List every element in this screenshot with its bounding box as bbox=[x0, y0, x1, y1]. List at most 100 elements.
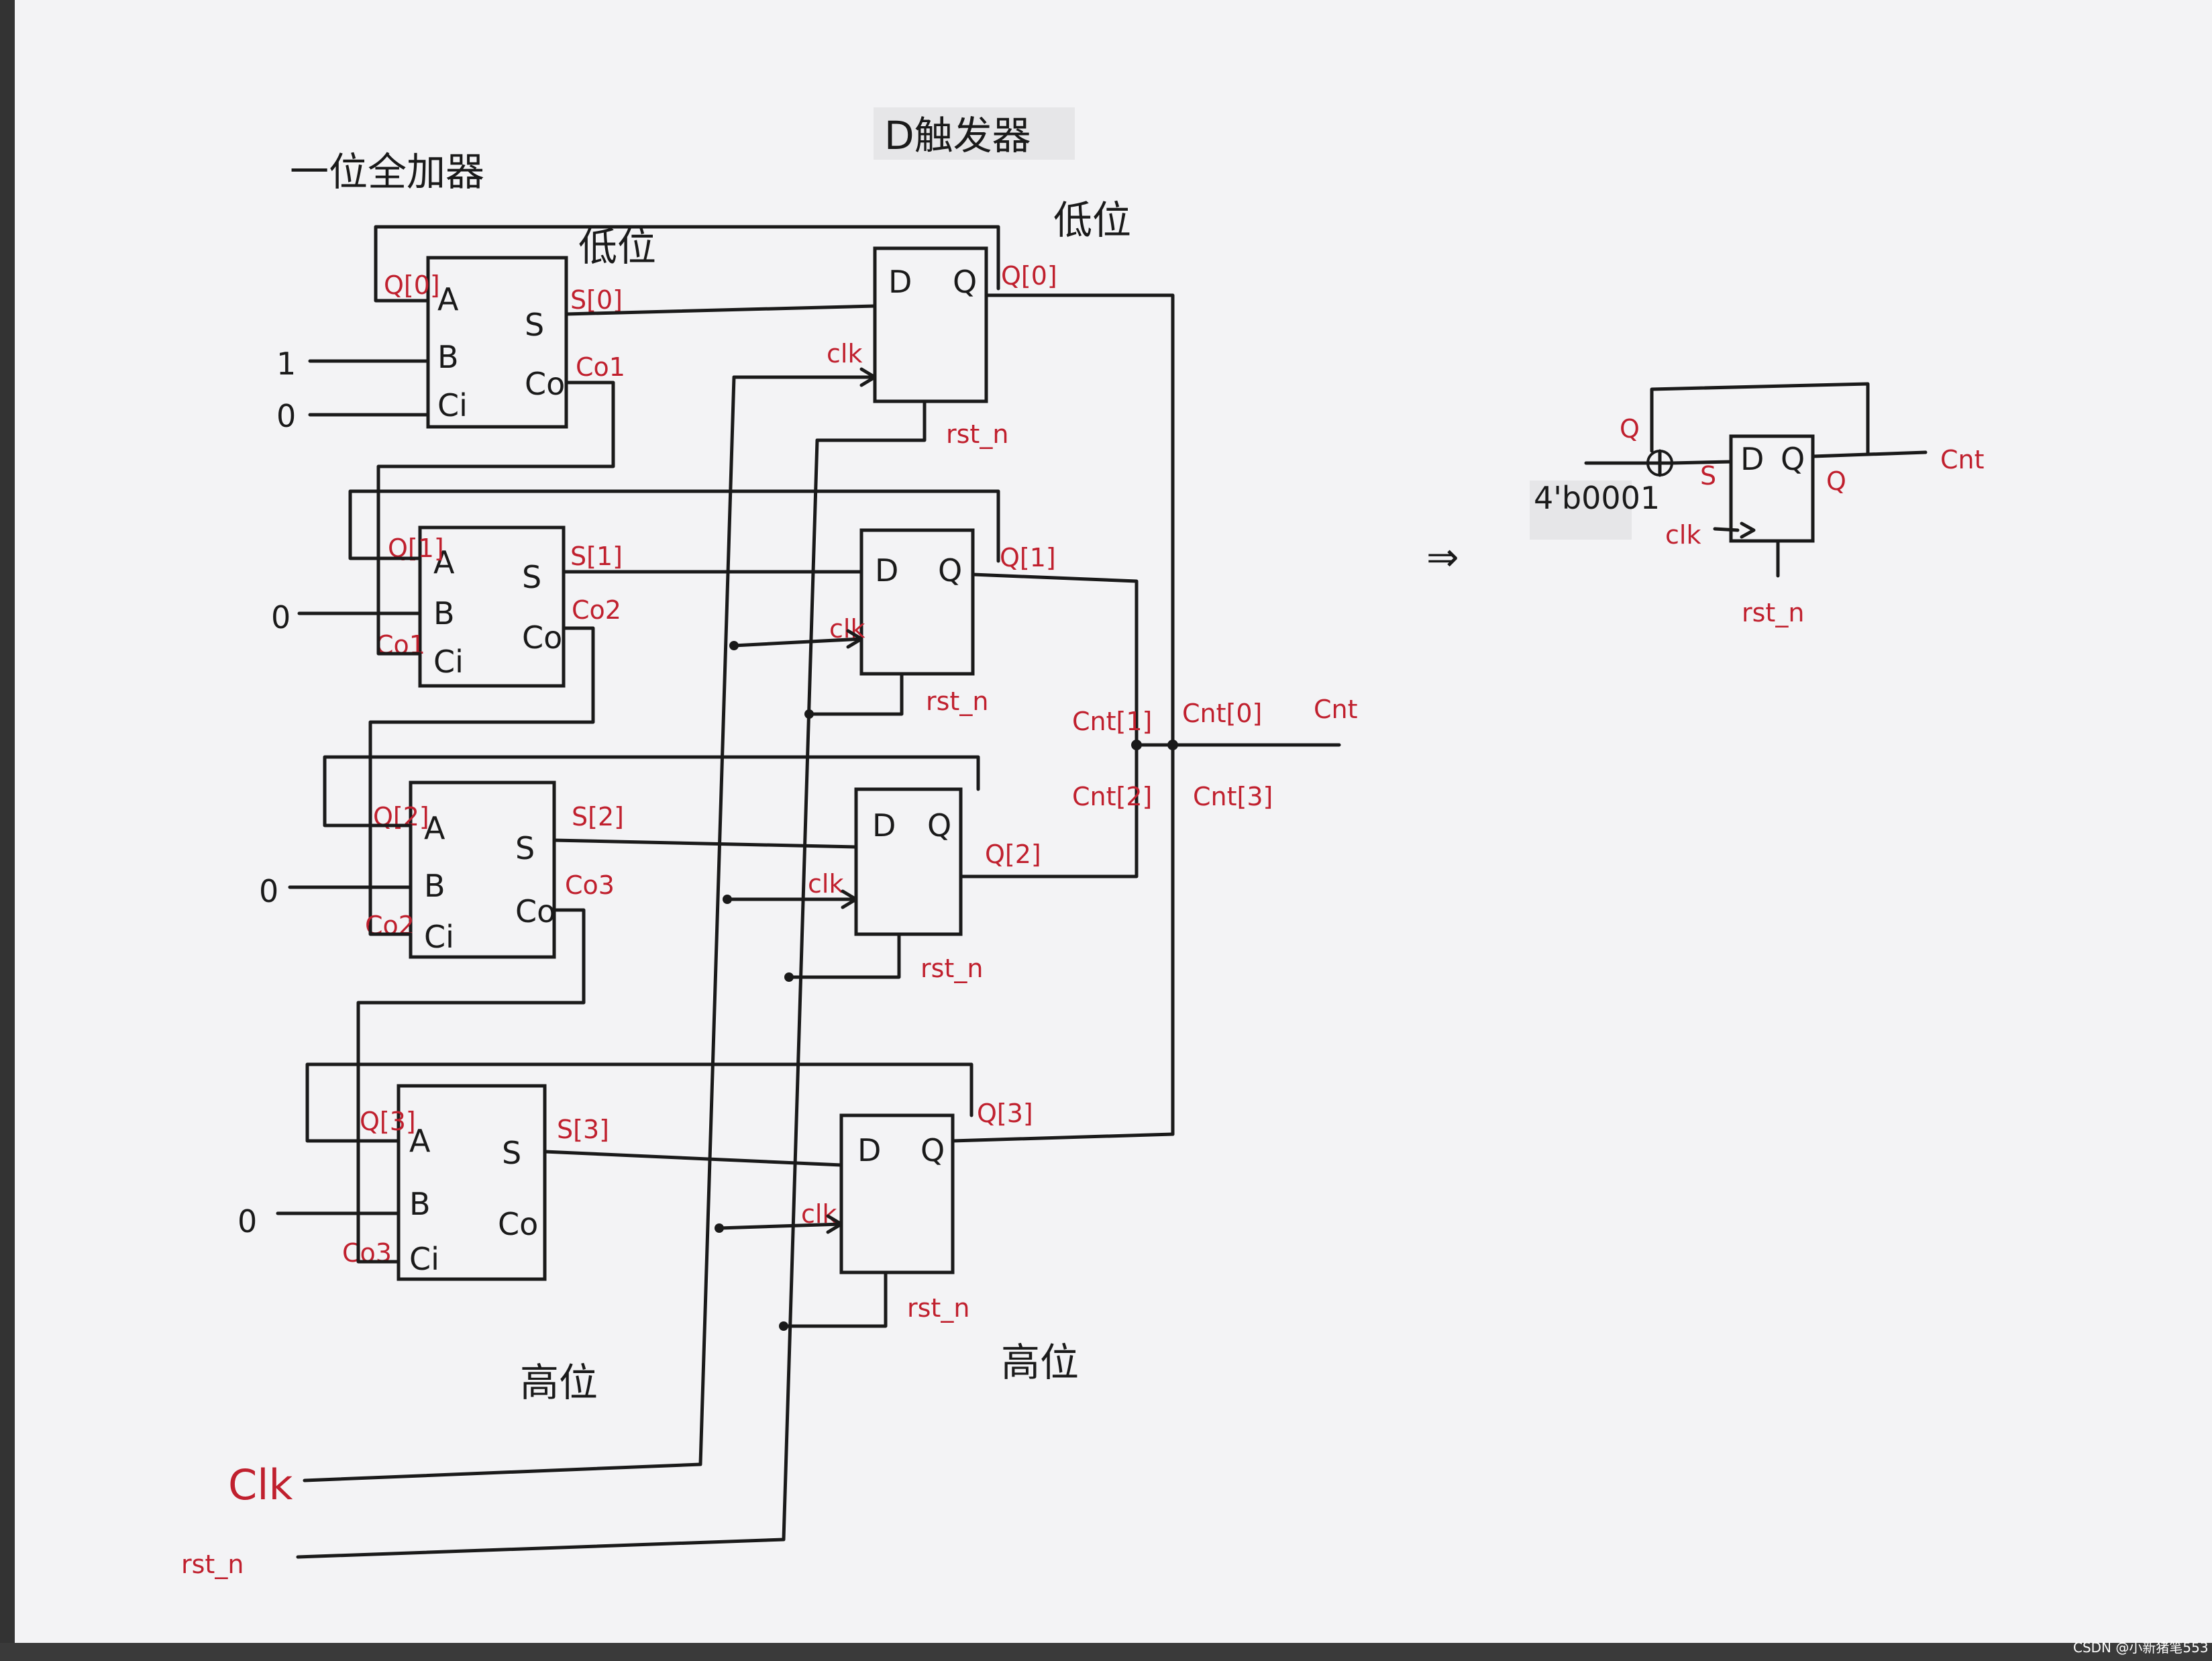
wire-clk-1 bbox=[732, 637, 863, 648]
adder3-pin-b: B bbox=[409, 1186, 431, 1222]
simple-wire-feedback bbox=[1650, 382, 1870, 456]
wire-s3 bbox=[543, 1150, 843, 1167]
label-rst-0: rst_n bbox=[946, 419, 1008, 449]
junction-rst-2 bbox=[784, 972, 794, 982]
wire-q1-feedback bbox=[348, 489, 1000, 563]
dff1-pin-d: D bbox=[875, 552, 898, 589]
input-clk-label: Clk bbox=[228, 1460, 293, 1509]
wire-co2 bbox=[368, 626, 595, 928]
label-q0: Q[0] bbox=[1001, 261, 1057, 291]
simple-dff bbox=[1729, 434, 1815, 543]
simple-pin-d: D bbox=[1740, 441, 1764, 477]
wire-q3-out bbox=[951, 1132, 1175, 1143]
label-s3: S[3] bbox=[557, 1115, 609, 1144]
wire-rst-3 bbox=[782, 1270, 888, 1328]
simple-const: 4'b0001 bbox=[1534, 480, 1660, 516]
adder0-pin-ci: Ci bbox=[437, 387, 468, 423]
const-b3: 0 bbox=[238, 1203, 257, 1240]
adder2-pin-co: Co bbox=[515, 893, 556, 929]
adder2-pin-ci: Ci bbox=[424, 919, 454, 955]
simple-cnt-label: Cnt bbox=[1940, 445, 1985, 474]
simple-const-patch bbox=[1530, 481, 1632, 540]
dff2-pin-d: D bbox=[872, 807, 896, 844]
simple-pin-q: Q bbox=[1781, 441, 1805, 477]
dff0-pin-q: Q bbox=[953, 264, 977, 300]
wire-q0-feedback bbox=[374, 225, 1000, 303]
bus-rst bbox=[296, 438, 819, 1559]
wire-clk-3 bbox=[717, 1222, 843, 1230]
simple-clk-arrow bbox=[1740, 521, 1756, 539]
full-adder-1 bbox=[418, 525, 566, 688]
label-co1: Co1 bbox=[576, 352, 625, 382]
wire-co1-in bbox=[376, 555, 422, 656]
label-low-ff: 低位 bbox=[1053, 197, 1131, 243]
simple-clk-label: clk bbox=[1665, 520, 1701, 550]
label-rst-2: rst_n bbox=[920, 954, 983, 983]
adder2-pin-a: A bbox=[424, 810, 445, 846]
title-dff-patch bbox=[874, 107, 1075, 160]
junction-cnt-1 bbox=[1131, 740, 1142, 750]
wire-rst-2 bbox=[787, 932, 901, 979]
adder0-pin-co: Co bbox=[525, 366, 565, 402]
const-b0: 1 bbox=[276, 346, 296, 382]
simple-rst-label: rst_n bbox=[1742, 598, 1804, 627]
label-cnt1: Cnt[1] bbox=[1072, 707, 1152, 736]
dff3-pin-q: Q bbox=[920, 1132, 945, 1168]
label-s0: S[0] bbox=[570, 285, 623, 315]
label-co3: Co3 bbox=[565, 870, 615, 900]
watermark: CSDN @小新猪笔553 bbox=[2073, 1640, 2209, 1656]
dff-1 bbox=[859, 528, 975, 676]
input-rst-label: rst_n bbox=[181, 1550, 244, 1579]
stage-3: A B Ci S Co D Q 0 Q[3] Co3 S[3] clk rst_… bbox=[238, 1062, 1175, 1328]
adder1-pin-b: B bbox=[433, 595, 455, 632]
adder3-pin-co: Co bbox=[498, 1206, 538, 1242]
adder3-pin-a: A bbox=[409, 1123, 431, 1159]
full-adder-2 bbox=[409, 781, 556, 959]
full-adder-3 bbox=[397, 1084, 547, 1281]
title-full-adder: 一位全加器 bbox=[290, 149, 484, 195]
equivalence-arrow: ⇒ bbox=[1426, 534, 1459, 580]
wire-clk-arrow-2 bbox=[841, 889, 858, 909]
dff2-pin-q: Q bbox=[927, 807, 951, 844]
label-low-adder: 低位 bbox=[578, 224, 656, 270]
simple-q-out-label: Q bbox=[1826, 466, 1846, 496]
wire-s0 bbox=[564, 304, 877, 316]
wire-rst-1 bbox=[807, 672, 904, 716]
wire-q2-feedback bbox=[323, 755, 980, 827]
wire-co1 bbox=[376, 381, 615, 559]
wire-q0-out bbox=[984, 293, 1175, 1136]
simple-wire-s bbox=[1670, 460, 1733, 465]
junction-rst-1 bbox=[804, 709, 814, 719]
dff-3 bbox=[839, 1113, 955, 1274]
left-edge-shadow bbox=[0, 0, 15, 1661]
adder0-pin-s: S bbox=[525, 307, 544, 343]
label-cnt0: Cnt[0] bbox=[1182, 699, 1262, 728]
const-b2: 0 bbox=[259, 873, 278, 909]
simple-wire-out bbox=[1811, 450, 1928, 458]
wire-co2-in bbox=[368, 924, 413, 936]
simplified-diagram: D Q 4'b0001 Q S Q clk rst_n Cnt bbox=[1530, 382, 1985, 627]
title-dff: D触发器 bbox=[884, 113, 1031, 158]
junction-rst-3 bbox=[779, 1321, 788, 1331]
label-clk-0: clk bbox=[827, 339, 862, 368]
label-high-ff: 高位 bbox=[1001, 1340, 1079, 1385]
wire-q3-feedback bbox=[305, 1062, 973, 1143]
adder0-pin-a: A bbox=[437, 281, 459, 317]
label-cnt: Cnt bbox=[1314, 695, 1358, 724]
dff0-pin-d: D bbox=[888, 264, 912, 300]
simple-s-label: S bbox=[1700, 461, 1716, 491]
wire-co3 bbox=[356, 908, 586, 1244]
junction-clk-1 bbox=[729, 641, 739, 650]
adder1-pin-s: S bbox=[522, 559, 541, 595]
adder3-pin-s: S bbox=[502, 1135, 521, 1171]
stage-2: A B Ci S Co D Q 0 Q[2] Co2 S[2] Co3 clk … bbox=[259, 743, 1139, 1244]
bottom-edge-shadow bbox=[0, 1643, 2212, 1661]
label-rst-1: rst_n bbox=[926, 687, 988, 716]
adder1-pin-a: A bbox=[433, 544, 455, 581]
simple-q-feedback-label: Q bbox=[1620, 414, 1640, 444]
junction-clk-3 bbox=[715, 1223, 724, 1233]
const-b1: 0 bbox=[271, 599, 291, 636]
label-s1: S[1] bbox=[570, 542, 623, 571]
label-clk-2: clk bbox=[808, 869, 843, 899]
dff1-pin-q: Q bbox=[938, 552, 962, 589]
